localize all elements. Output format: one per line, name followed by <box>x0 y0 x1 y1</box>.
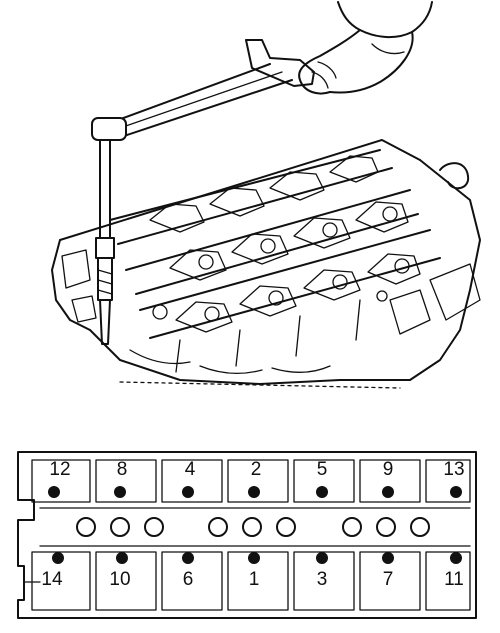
sequence-top-row: 12 8 4 2 5 9 13 <box>49 459 464 480</box>
cylinder-head-icon <box>51 139 481 389</box>
bottom-cells <box>31 551 471 611</box>
bolt-holes <box>48 486 462 564</box>
bolt-number-8: 8 <box>117 459 128 480</box>
sequence-bottom-row: 14 10 6 1 3 7 11 <box>41 569 463 590</box>
bolt-number-11: 11 <box>444 569 464 590</box>
bolt-number-1: 1 <box>249 569 260 590</box>
bolt-number-9: 9 <box>383 459 394 480</box>
bolt-number-12: 12 <box>49 459 70 480</box>
bolt-number-3: 3 <box>317 569 328 590</box>
bolt-number-14: 14 <box>41 569 63 590</box>
bolt-number-2: 2 <box>251 459 262 480</box>
bolt-number-7: 7 <box>383 569 394 590</box>
bolt-number-5: 5 <box>317 459 328 480</box>
bolt-number-6: 6 <box>183 569 194 590</box>
bolt-number-13: 13 <box>443 459 464 480</box>
bolt-number-10: 10 <box>109 569 130 590</box>
hand-icon <box>298 1 433 95</box>
engine-illustration <box>51 1 481 389</box>
top-cells <box>31 459 471 503</box>
bolt-number-4: 4 <box>185 459 196 480</box>
bolt-sequence-plan: 12 8 4 2 5 9 13 14 10 6 1 3 7 11 <box>17 451 477 619</box>
valve-ports <box>76 517 430 537</box>
